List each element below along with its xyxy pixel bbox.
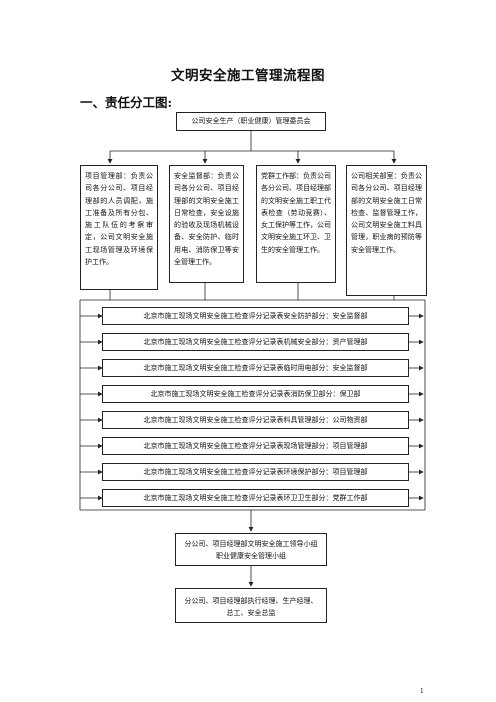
executives-line-1: 分公司、项目经理部执行经理、生产经理、 (184, 597, 318, 605)
dept-safety-supervision: 安全监督部：负责公司各分公司、项目经理部的文明安全施工日常检查，安全设施的验收及… (169, 165, 244, 283)
leadership-line-2: 职业健康安全管理小组 (216, 551, 286, 560)
executives-line-2: 总工、安全总监 (226, 609, 276, 618)
committee-box: 公司安全生产（职业健康）管理委员会 (176, 112, 326, 131)
leadership-line-1: 分公司、项目经理部文明安全施工领导小组 (184, 540, 318, 548)
dept-related-offices: 公司相关部室：负责公司各分公司、项目经理部的文明安全施工日常检查、监督管理工作，… (346, 165, 427, 296)
record-materials: 北京市施工现场文明安全施工检查评分记录表料具管理部分：公司物资部 (102, 411, 409, 429)
executives-box: 分公司、项目经理部执行经理、生产经理、 总工、安全总监 (175, 588, 327, 623)
record-temporary-power: 北京市施工现场文明安全施工检查评分记录表临时用电部分：安全监督部 (102, 359, 409, 377)
leadership-group-box: 分公司、项目经理部文明安全施工领导小组 职业健康安全管理小组 (175, 533, 327, 566)
section-heading: 一、责任分工图: (80, 95, 173, 110)
page-number: 1 (420, 688, 424, 695)
record-sanitation: 北京市施工现场文明安全施工检查评分记录表环卫卫生部分：党群工作部 (102, 489, 409, 507)
record-site-management: 北京市施工现场文明安全施工检查评分记录表现场管理部分：项目管理部 (102, 437, 409, 455)
record-safety-protection: 北京市施工现场文明安全施工检查评分记录表安全防护部分：安全监督部 (102, 307, 409, 325)
record-environment: 北京市施工现场文明安全施工检查评分记录表环境保护部分：项目管理部 (102, 463, 409, 481)
record-machinery-safety: 北京市施工现场文明安全施工检查评分记录表机械安全部分：资产管理部 (102, 333, 409, 351)
page-title: 文明安全施工管理流程图 (171, 68, 325, 84)
record-fire-security: 北京市施工现场文明安全施工检查评分记录表消防保卫部分：保卫部 (102, 385, 409, 403)
dept-party-work: 党群工作部：负责公司各分公司、项目经理部的文明安全施工职工代表检查（劳动竞赛）、… (256, 165, 336, 283)
dept-project-management: 项目管理部：负责公司各分公司、项目经理部的人员调配，施工准备及所有分包、施工队伍… (80, 165, 158, 290)
